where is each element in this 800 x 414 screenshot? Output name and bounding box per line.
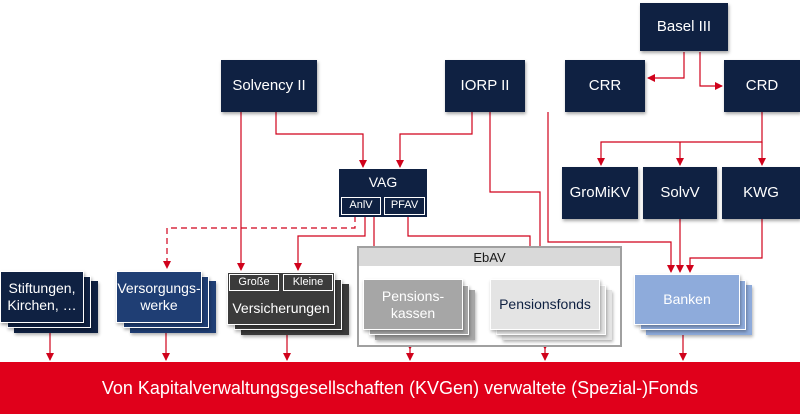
versorgungswerke-line2: werke [140, 297, 178, 313]
node-anlv: AnlV [341, 197, 381, 215]
node-solvv: SolvV [643, 167, 717, 219]
pensionskassen-line1: Pensions- [381, 287, 445, 304]
node-kleine: Kleine [283, 274, 333, 291]
node-crd: CRD [724, 60, 800, 112]
arrow-iorp-vag [396, 112, 473, 168]
versorgungswerke-line1: Versorgungs- [117, 280, 201, 297]
pensionskassen-line2: kassen [390, 304, 436, 321]
versicherungen-label: Versicherungen [232, 299, 330, 316]
node-banken: Banken [634, 274, 740, 325]
arrow-solvency-vag [275, 112, 367, 168]
arrow-iorp-pensionsfonds [489, 112, 544, 277]
arrow-basel-crd [699, 52, 723, 90]
arrow-anlv-versorgungswerke [163, 216, 356, 269]
node-pensionskassen: Pensions- kassen [363, 279, 463, 330]
arrow-kwg-banken [686, 219, 763, 273]
node-kwg: KWG [722, 167, 800, 219]
node-versorgungswerke: Versorgungs- werke [116, 271, 202, 323]
arrow-anlv-versicherungen [294, 216, 366, 271]
node-stiftungen: Stiftungen, Kirchen, … [0, 271, 84, 323]
node-gromikv: GroMiKV [562, 167, 638, 219]
node-pensionsfonds: Pensionsfonds [490, 279, 600, 330]
stiftungen-line1: Stiftungen, [8, 280, 76, 297]
vag-label: VAG [368, 173, 398, 190]
footer-bar: Von Kapitalverwaltungsgesellschaften (KV… [0, 362, 800, 414]
arrow-crr-banken [547, 112, 675, 273]
ebav-title: EbAV [359, 248, 620, 266]
node-crr: CRR [565, 60, 645, 112]
stiftungen-line2: Kirchen, … [7, 297, 77, 313]
footer-text: Von Kapitalverwaltungsgesellschaften (KV… [101, 377, 699, 398]
node-basel3: Basel III [640, 3, 728, 51]
node-iorp2: IORP II [445, 60, 525, 112]
node-grosse: Große [229, 274, 279, 291]
node-pfav: PFAV [384, 197, 425, 215]
arrow-basel-crr [647, 52, 685, 82]
arrow-crd-gromikv [597, 112, 763, 166]
node-solvency2: Solvency II [221, 60, 317, 112]
